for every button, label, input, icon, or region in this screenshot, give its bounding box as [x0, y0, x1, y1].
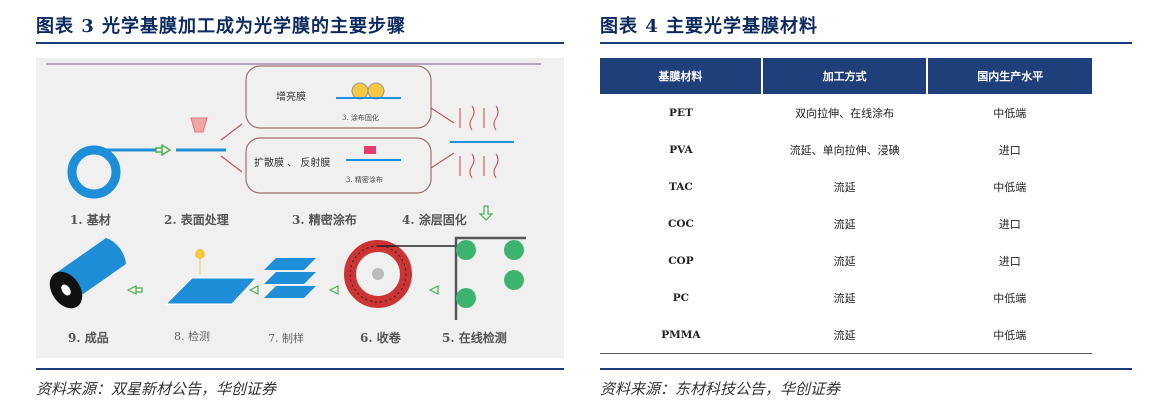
- bottom-rule-right: [600, 368, 1132, 370]
- lower-box-label: 扩散膜 、 反射膜: [254, 156, 330, 169]
- header-method: 加工方式: [761, 58, 929, 94]
- lower-process-box: [245, 137, 432, 194]
- header-material: 基膜材料: [600, 58, 763, 94]
- finished-roll-icon: [49, 238, 126, 309]
- cell-method: 流延: [833, 291, 856, 305]
- title-rule-left: [36, 42, 564, 44]
- table-row: COP 流延 进口: [600, 242, 1092, 279]
- sample-sheets: [264, 258, 316, 298]
- table-row: PC 流延 中低端: [600, 279, 1092, 316]
- nozzle-icon: [190, 117, 208, 133]
- cell-level: 中低端: [927, 316, 1092, 354]
- step-5-label: 5. 在线检测: [442, 330, 507, 345]
- step-3-label: 3. 精密涂布: [292, 212, 357, 227]
- cell-material: PC: [672, 291, 690, 304]
- table-row: PVA 流延、单向拉伸、浸碘 进口: [600, 131, 1092, 168]
- cell-level: 中低端: [993, 291, 1027, 305]
- step-2-label: 2. 表面处理: [164, 212, 229, 227]
- arrow-icon: [155, 143, 172, 157]
- cell-level: 中低端: [993, 106, 1027, 120]
- table-row: COC 流延 进口: [600, 205, 1092, 242]
- lamp-icon: [195, 249, 205, 259]
- figure-3-title: 图表 3 光学基膜加工成为光学膜的主要步骤: [36, 16, 407, 37]
- upper-box-label: 增亮膜: [276, 90, 306, 103]
- step-8-label: 8. 检测: [174, 329, 210, 343]
- cell-method: 流延: [833, 180, 856, 194]
- step-7-label: 7. 制样: [268, 331, 304, 345]
- cell-method: 流延: [761, 316, 928, 354]
- cell-material: TAC: [669, 180, 693, 193]
- cell-material: PET: [669, 106, 693, 119]
- cell-level: 进口: [998, 143, 1021, 157]
- cell-material: PVA: [669, 143, 693, 156]
- source-left: 资料来源：双星新材公告，华创证券: [36, 380, 277, 398]
- cell-method: 双向拉伸、在线涂布: [795, 106, 895, 120]
- process-diagram-svg: 增亮膜 3. 涂布固化 扩散膜 、 反射膜 3. 精密涂布 1. 基材 2. 表…: [46, 63, 541, 345]
- curing-icon: [459, 105, 499, 179]
- cell-method: 流延: [833, 217, 856, 231]
- table-row: TAC 流延 中低端: [600, 168, 1092, 205]
- source-right: 资料来源：东材科技公告，华创证券: [600, 380, 841, 398]
- cell-level: 进口: [998, 254, 1021, 268]
- step-9-label: 9. 成品: [68, 330, 109, 345]
- cell-level: 进口: [998, 217, 1021, 231]
- upper-box-sub: 3. 涂布固化: [342, 113, 379, 122]
- step-1-label: 1. 基材: [70, 212, 111, 227]
- down-arrow-icon: [478, 205, 494, 221]
- cell-method: 流延: [833, 254, 856, 268]
- online-inspection-icon: [454, 236, 526, 320]
- header-domestic-level: 国内生产水平: [927, 58, 1092, 94]
- lower-box-sub: 3. 精密涂布: [346, 175, 383, 184]
- step-6-label: 6. 收卷: [360, 330, 402, 345]
- inspection-sheet: [164, 277, 258, 305]
- cell-material: PMMA: [600, 316, 762, 354]
- table-row: PET 双向拉伸、在线涂布 中低端: [600, 94, 1092, 131]
- substrate-roll-icon: [67, 145, 121, 199]
- cell-level: 中低端: [993, 180, 1027, 194]
- cell-material: COP: [668, 254, 694, 267]
- cell-material: COC: [667, 217, 694, 230]
- cell-method: 流延、单向拉伸、浸碘: [789, 143, 900, 157]
- process-diagram: 增亮膜 3. 涂布固化 扩散膜 、 反射膜 3. 精密涂布 1. 基材 2. 表…: [36, 58, 564, 358]
- table-header-row: 基膜材料 加工方式 国内生产水平: [600, 58, 1092, 94]
- title-rule-right: [600, 42, 1132, 44]
- figure-4-title: 图表 4 主要光学基膜材料: [600, 16, 819, 37]
- step-4-label: 4. 涂层固化: [402, 212, 467, 227]
- upper-process-box: [245, 65, 432, 129]
- bottom-rule-left: [36, 368, 564, 370]
